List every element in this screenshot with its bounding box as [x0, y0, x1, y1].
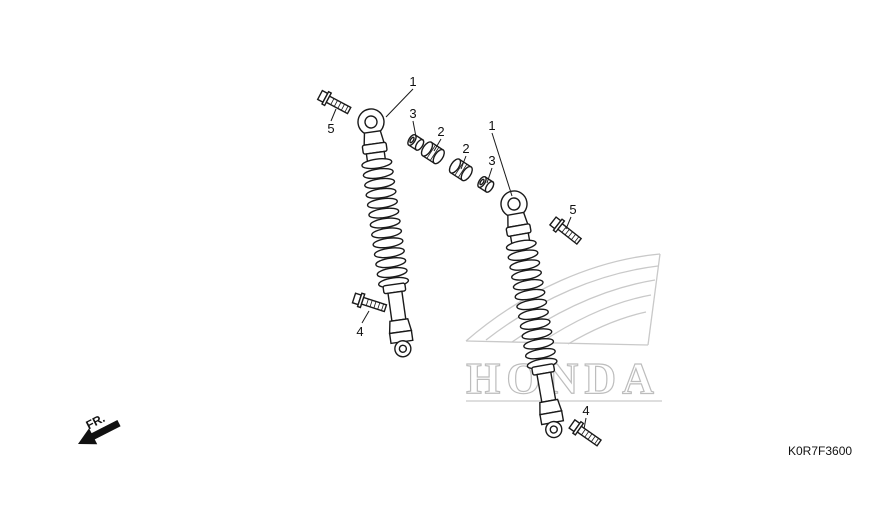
callout-1-right: 1 — [488, 118, 495, 133]
callout-4-right: 4 — [582, 403, 589, 418]
callout-1-left: 1 — [409, 74, 416, 89]
fr-arrow-head — [78, 428, 98, 445]
collar-3-right — [475, 174, 497, 195]
callout-3-right: 3 — [488, 153, 495, 168]
honda-watermark: HONDA — [465, 253, 662, 404]
callout-4-left: 4 — [356, 324, 363, 339]
leader-lines — [330, 88, 587, 430]
callout-3-left: 3 — [409, 106, 416, 121]
bolt-5-right — [547, 214, 585, 248]
callout-5-left: 5 — [327, 121, 334, 136]
diagram-code: K0R7F3600 — [788, 444, 852, 458]
callout-2-right: 2 — [462, 141, 469, 156]
honda-watermark-text: HONDA — [466, 354, 660, 403]
callout-2-left: 2 — [437, 124, 444, 139]
honda-wing-icon — [465, 253, 661, 346]
fr-arrow-shaft — [90, 419, 121, 440]
fr-direction-arrow: FR. — [78, 411, 121, 445]
bushing-2-right — [446, 156, 476, 184]
bolt-4-left — [351, 290, 389, 316]
callout-5-right: 5 — [569, 202, 576, 217]
callouts: 1 3 2 5 4 1 2 3 5 4 — [327, 74, 589, 418]
